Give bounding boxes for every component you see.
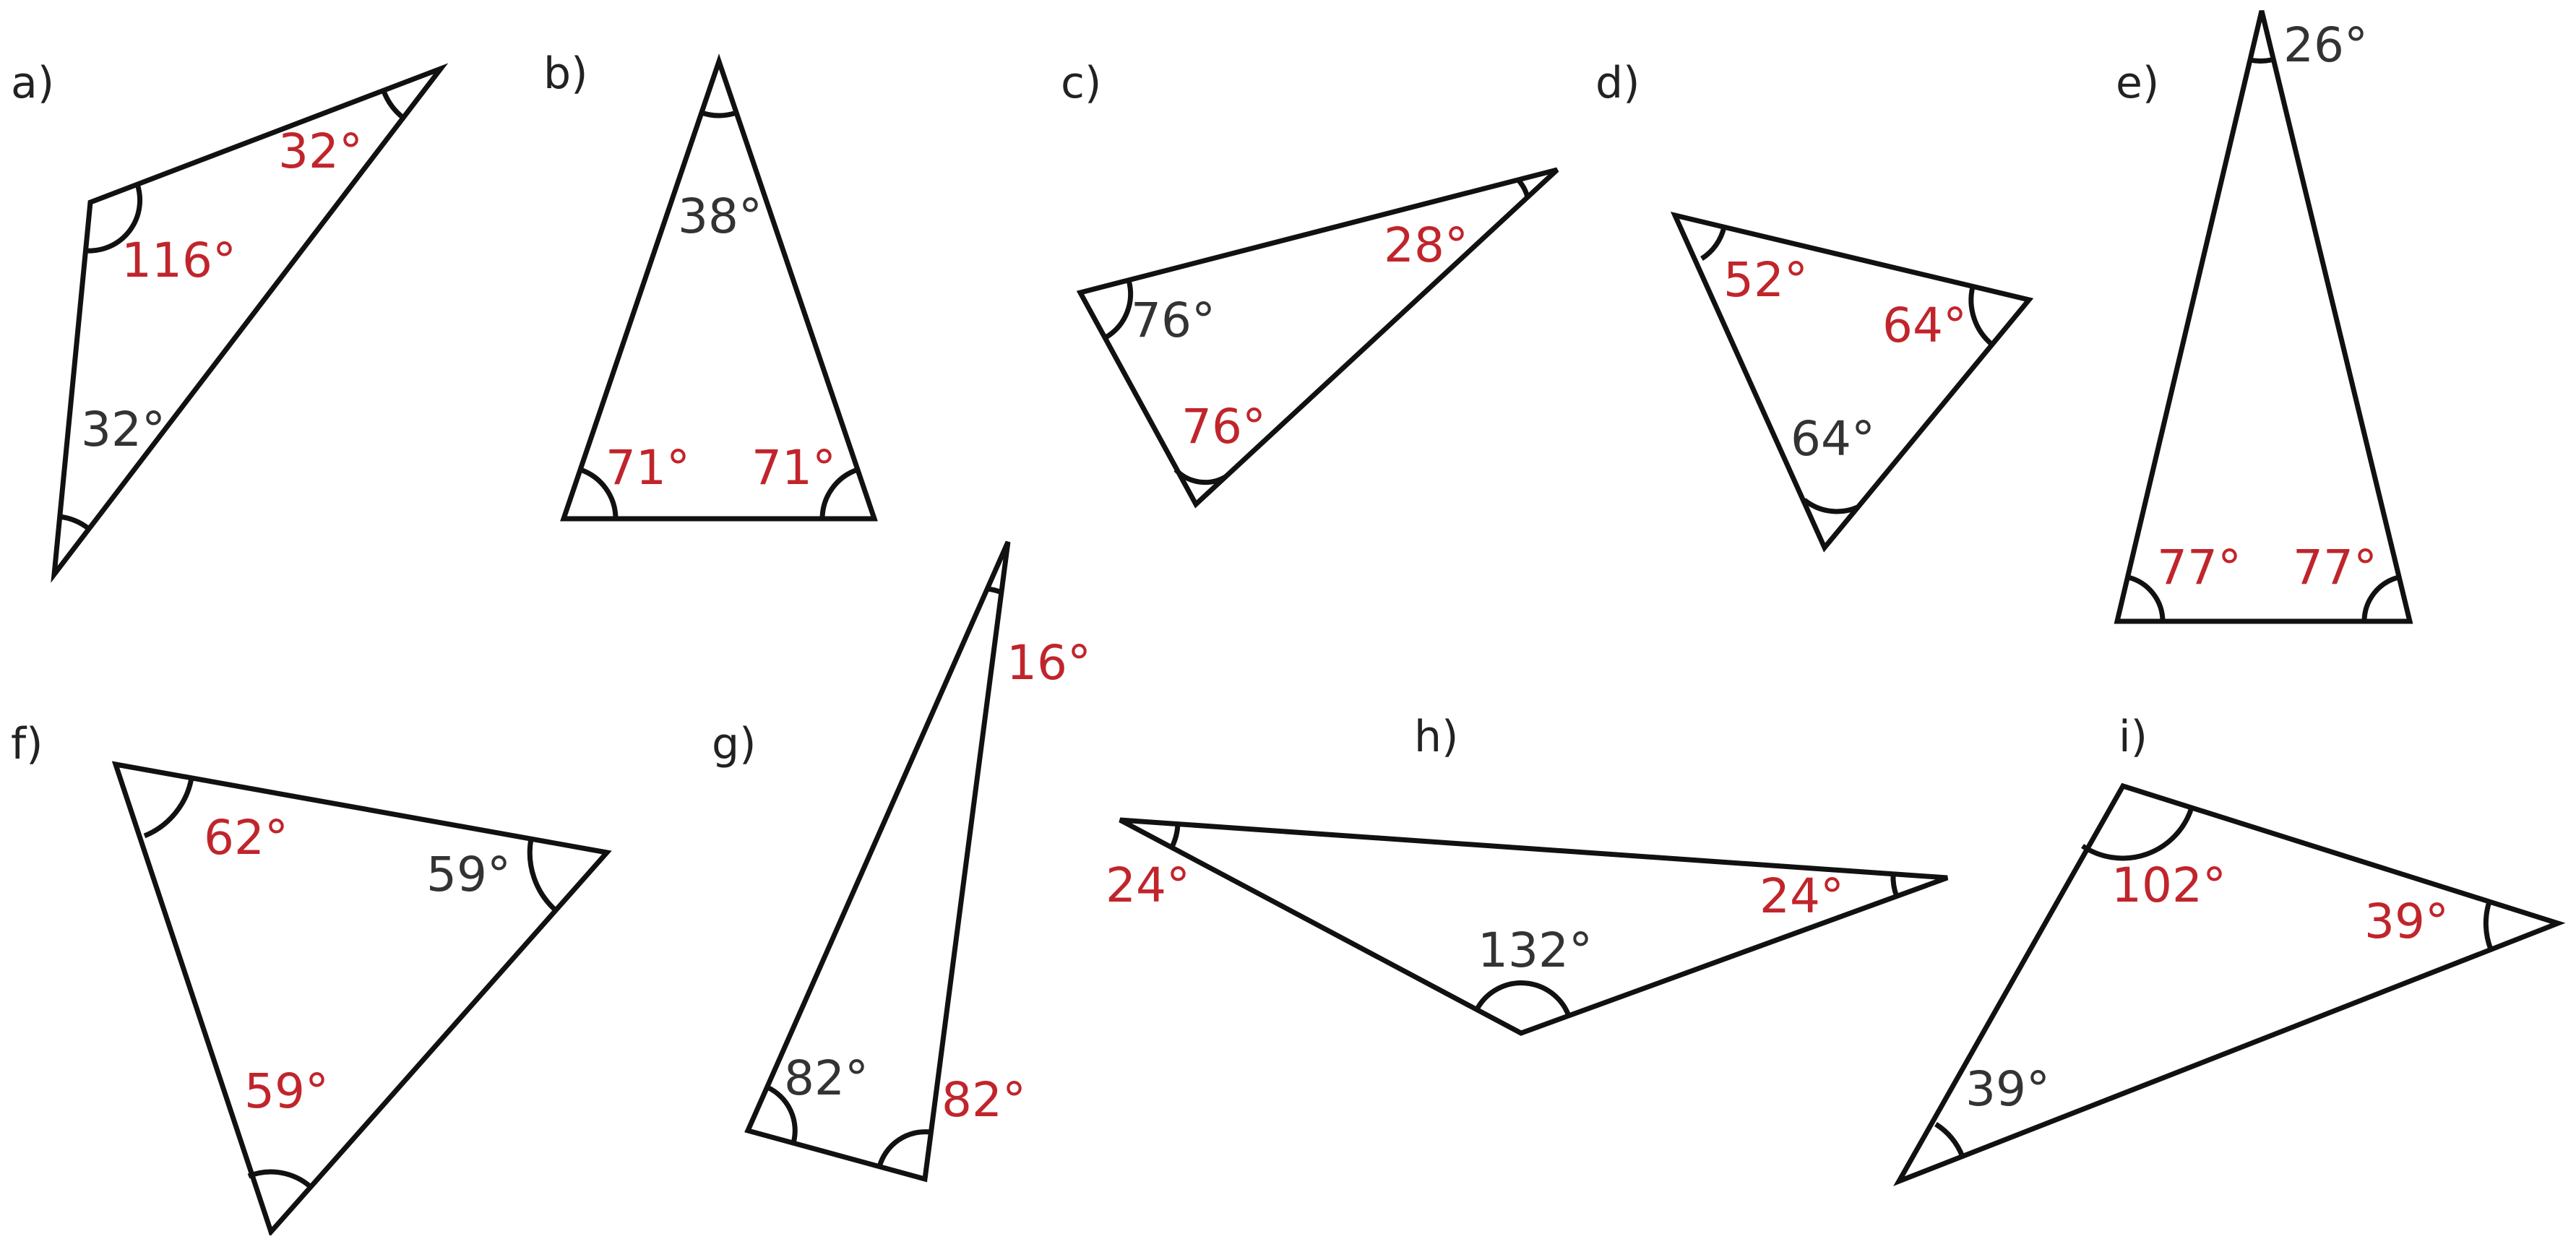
angle-i-top: 102° (2111, 858, 2226, 913)
triangle-i (1893, 782, 2566, 1186)
angle-arc-e-top (2249, 57, 2272, 64)
angle-arc-d-bottom (1802, 498, 1859, 514)
angle-arc-d-left (1700, 226, 1727, 261)
angle-arc-h-right (1890, 873, 1900, 898)
triangle-e (2114, 10, 2413, 624)
angle-arc-b-right (819, 467, 859, 519)
angle-arc-f-top (143, 777, 194, 839)
angle-h-right: 24° (1759, 868, 1844, 924)
label-f: f) (11, 719, 43, 769)
triangle-g (744, 540, 1011, 1183)
triangle-d (1670, 211, 2034, 553)
angle-arc-f-bottom (247, 1169, 313, 1189)
angle-arc-h-bottom (1474, 980, 1572, 1017)
angle-arc-h-left (1168, 824, 1181, 851)
triangle-a (51, 63, 449, 583)
angle-d-right: 64° (1882, 298, 1967, 353)
angle-arc-f-right (527, 838, 558, 912)
angle-c-bottom: 76° (1181, 399, 1266, 454)
label-c: c) (1061, 58, 1101, 108)
angle-h-bottom: 132° (1478, 923, 1593, 978)
label-g: g) (712, 719, 757, 769)
angle-i-bottom: 39° (1965, 1061, 2050, 1117)
angle-g-top: 16° (1007, 635, 1091, 691)
triangle-f (111, 761, 612, 1237)
angle-arc-a-bottom (58, 514, 91, 531)
angle-e-left: 77° (2157, 540, 2241, 595)
angle-arc-g-right (876, 1129, 931, 1168)
triangle-c (1076, 167, 1559, 509)
angle-a-top: 32° (278, 124, 363, 179)
angle-c-right: 28° (1384, 217, 1468, 273)
label-e: e) (2116, 58, 2159, 108)
angle-arc-c-right (1516, 178, 1530, 199)
angle-i-right: 39° (2364, 894, 2449, 949)
angle-g-right: 82° (942, 1072, 1026, 1128)
angle-g-left: 82° (784, 1050, 869, 1106)
angle-d-left: 52° (1723, 252, 1808, 308)
angle-f-right: 59° (426, 847, 511, 902)
angle-arc-e-left (2127, 574, 2166, 622)
angle-c-left: 76° (1131, 293, 1215, 348)
angle-f-top: 62° (204, 810, 288, 865)
angle-a-left: 116° (121, 233, 236, 288)
label-i: i) (2119, 712, 2148, 762)
angle-b-right: 71° (751, 440, 836, 496)
angle-arc-e-right (2361, 574, 2400, 622)
angle-b-top: 38° (678, 189, 762, 244)
angle-arc-a-left (86, 183, 143, 254)
angle-arc-i-bottom (1934, 1122, 1965, 1158)
triangle-h (1119, 817, 1949, 1036)
angle-b-left: 71° (606, 440, 690, 496)
angle-arc-c-bottom (1173, 467, 1227, 485)
angle-d-bottom: 64° (1791, 411, 1875, 467)
angle-arc-i-right (2483, 900, 2494, 951)
angle-h-left: 24° (1106, 858, 1190, 913)
angle-arc-g-left (766, 1084, 798, 1144)
angle-a-bottom: 32° (81, 402, 165, 457)
label-d: d) (1595, 58, 1640, 108)
label-b: b) (543, 48, 588, 99)
angle-arc-d-right (1968, 286, 1994, 347)
angle-f-bottom: 59° (244, 1063, 329, 1119)
angle-arc-b-top (700, 110, 738, 118)
angle-arc-b-left (579, 467, 619, 519)
angle-arc-i-top (2081, 806, 2194, 861)
triangle-b (560, 53, 878, 522)
label-a: a) (11, 58, 54, 108)
angle-arc-c-left (1106, 280, 1134, 339)
label-h: h) (1414, 712, 1458, 762)
angle-arc-g-top (986, 586, 1003, 595)
angle-e-right: 77° (2293, 540, 2377, 595)
angle-e-top: 26° (2283, 17, 2368, 73)
angle-arc-a-top (381, 90, 405, 120)
